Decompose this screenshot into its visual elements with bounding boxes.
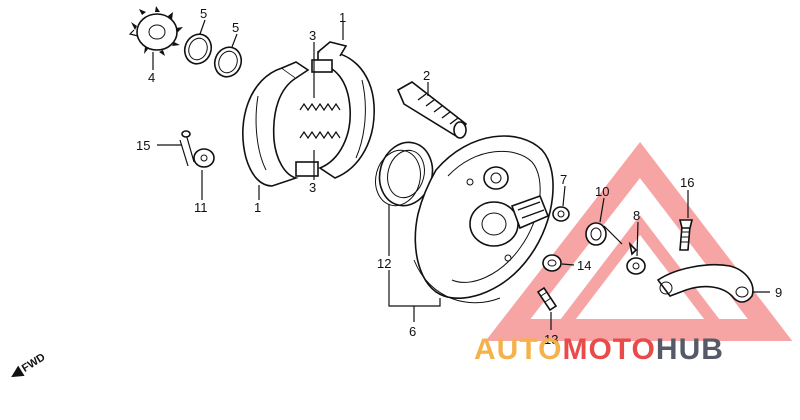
watermark-auto: AUTO [474, 333, 563, 366]
part-16-bolt [678, 219, 694, 251]
callout-4: 4 [148, 70, 155, 85]
callout-7: 7 [560, 172, 567, 187]
leader-lines [152, 19, 770, 330]
part-10-return-spring [585, 222, 623, 246]
part-7-nut [552, 206, 570, 222]
part-5-washer-a [183, 33, 213, 65]
callout-3-top: 3 [309, 28, 316, 43]
watermark-moto: MOTO [562, 333, 656, 366]
part-1-brake-shoes [242, 41, 375, 187]
part-5-washer-b [213, 46, 243, 78]
callout-12: 12 [377, 256, 391, 271]
part-11-washer [193, 148, 215, 168]
part-9-brake-arm [656, 263, 754, 303]
callout-6: 6 [409, 324, 416, 339]
callout-15: 15 [136, 138, 150, 153]
callout-3-bottom: 3 [309, 180, 316, 195]
part-14-washer [542, 254, 562, 272]
callout-1-top: 1 [339, 10, 346, 25]
callout-14: 14 [577, 258, 591, 273]
callout-10: 10 [595, 184, 609, 199]
part-15-cotter-pin [179, 130, 195, 167]
callout-13: 13 [544, 332, 558, 347]
part-3-springs [299, 102, 341, 140]
callout-1-bottom: 1 [254, 200, 261, 215]
part-13-bolt [536, 286, 558, 312]
callout-16: 16 [680, 175, 694, 190]
callout-2: 2 [423, 68, 430, 83]
callout-5-a: 5 [200, 6, 207, 21]
callout-8: 8 [633, 208, 640, 223]
part-6-brake-panel [413, 135, 554, 304]
part-12-seal [375, 141, 434, 207]
part-8-indicator [626, 241, 646, 275]
watermark-hub: HUB [655, 333, 724, 366]
part-2-cam-shaft [396, 81, 468, 139]
part-4-gear [128, 6, 183, 56]
callout-5-b: 5 [232, 20, 239, 35]
watermark-logo: AUTOMOTOHUB [474, 333, 724, 367]
callout-numbers: 1 1 2 3 3 4 5 5 6 7 8 9 10 11 12 13 14 1… [136, 6, 782, 347]
callout-11: 11 [194, 200, 208, 215]
callout-9: 9 [775, 285, 782, 300]
